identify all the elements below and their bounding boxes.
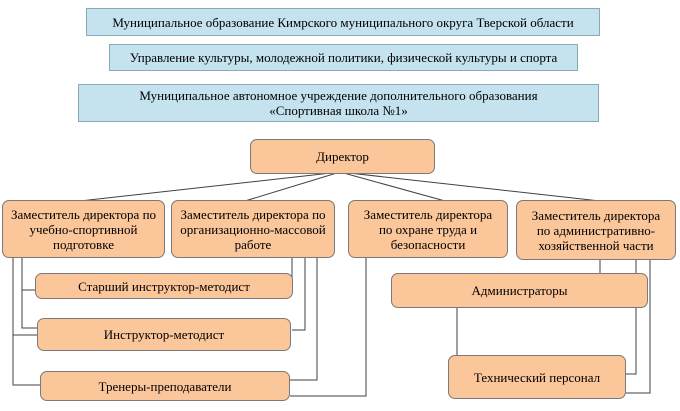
node-deputy-safety: Заместитель директора по охране труда и … <box>348 200 508 258</box>
node-municipality: Муниципальное образование Кимрского муни… <box>86 8 600 36</box>
connector-director-deputy-organization <box>244 171 341 202</box>
node-senior-methodist: Старший инструктор-методист <box>35 273 293 299</box>
connector-training-coaches <box>12 335 40 386</box>
node-methodist: Инструктор-методист <box>37 318 291 351</box>
node-administrators: Администраторы <box>391 273 648 308</box>
connector-training-methodist <box>12 258 37 336</box>
node-deputy-admin: Заместитель директора по административно… <box>516 200 676 260</box>
connector-organization-methodist <box>292 258 306 331</box>
node-deputy-organization: Заместитель директора по организационно-… <box>171 200 335 258</box>
connector-director-deputy-admin <box>339 171 601 202</box>
connector-training-senior <box>21 258 35 291</box>
connector-director-deputy-safety <box>339 171 446 202</box>
node-technical-staff: Технический персонал <box>448 355 626 399</box>
node-institution: Муниципальное автономное учреждение допо… <box>78 84 599 122</box>
node-department: Управление культуры, молодежной политики… <box>109 44 578 71</box>
connector-director-deputy-training <box>79 171 341 202</box>
connector-admin-technical-2 <box>626 260 651 394</box>
node-director: Директор <box>250 139 435 174</box>
node-deputy-training: Заместитель директора по учебно-спортивн… <box>2 200 165 258</box>
connector-organization-coaches <box>290 258 318 381</box>
connector-training-methodist-2 <box>21 290 37 329</box>
node-coaches: Тренеры-преподаватели <box>40 371 290 401</box>
connector-safety-coaches <box>290 258 367 397</box>
